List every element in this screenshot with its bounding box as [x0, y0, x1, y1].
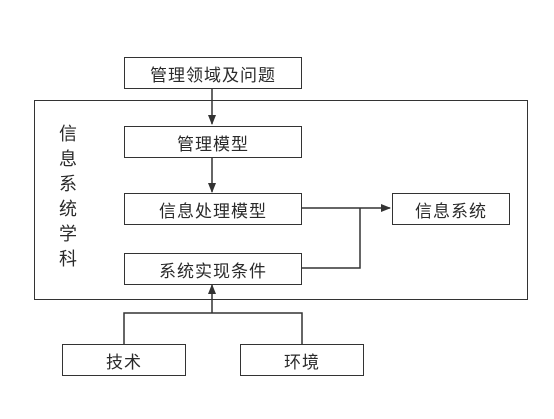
line-conditions-to-system	[302, 208, 361, 269]
info-system-box: 信息系统	[392, 193, 510, 225]
environment-box: 环境	[240, 344, 364, 376]
management-domain-box: 管理领域及问题	[124, 57, 302, 89]
line-inputs-join	[123, 312, 303, 344]
discipline-label: 信息系统学科	[59, 124, 77, 270]
technology-box: 技术	[62, 344, 186, 376]
management-model-box: 管理模型	[124, 126, 302, 158]
implementation-conditions-box: 系统实现条件	[124, 253, 302, 285]
info-processing-model-box: 信息处理模型	[124, 193, 302, 225]
discipline-frame	[34, 100, 528, 300]
